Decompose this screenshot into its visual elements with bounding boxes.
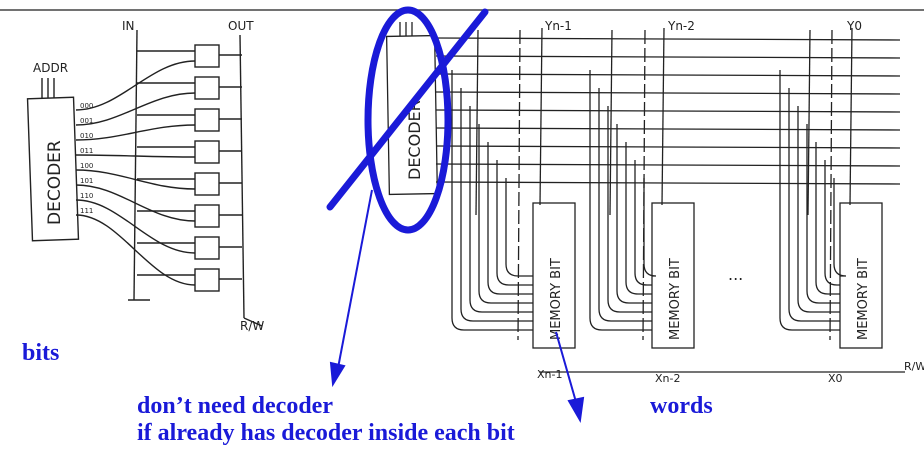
right-sketch: [385, 22, 905, 373]
strike-through-line: [326, 8, 489, 211]
memory-bit-label-1: MEMORY BIT: [549, 258, 564, 340]
bit-line-1: [517, 29, 521, 341]
decoder-output-label-6: 110: [80, 192, 93, 200]
memory-cell-2: [194, 108, 220, 132]
decoder-left-label: DECODER: [45, 140, 65, 225]
stair-b-2: [607, 106, 652, 313]
decoder-output-label-0: 000: [80, 102, 93, 110]
stair-a-2: [469, 106, 533, 313]
stair-b-4: [625, 142, 652, 295]
stair-c-4: [815, 142, 840, 295]
stair-b-0: [589, 70, 652, 331]
word-line-6: [435, 145, 901, 149]
stair-c-5: [824, 160, 840, 286]
stair-c-3: [806, 124, 840, 304]
decoder-output-label-3: 011: [80, 147, 93, 155]
word-line-2: [435, 73, 901, 77]
rw-label-left: R/W: [240, 319, 264, 333]
decoder-wire-6: [75, 199, 196, 254]
decoder-output-label-5: 101: [80, 177, 93, 185]
in-bus: [133, 29, 138, 301]
stair-a-3: [478, 124, 533, 304]
x-label-2: Xn-2: [655, 372, 680, 385]
y-label-3: Y0: [846, 19, 862, 33]
memory-cell-7: [194, 268, 220, 292]
bit-line-0: [475, 29, 479, 216]
left-sketch: [26, 29, 263, 327]
decoder-wire-7: [75, 214, 196, 286]
memory-cell-0: [194, 44, 220, 68]
stair-a-6: [505, 178, 533, 277]
word-line-3: [435, 91, 901, 95]
words-annotation: words: [650, 393, 713, 419]
x-label-3: X0: [828, 372, 843, 385]
decoder-circle: [364, 6, 452, 234]
bit-line-7: [829, 29, 833, 341]
stair-c-6: [833, 178, 847, 277]
stair-a-0: [451, 70, 533, 331]
arrow-to-dont-need: [337, 189, 373, 369]
ellipsis: ...: [728, 265, 743, 284]
bits-annotation: bits: [22, 340, 60, 366]
decoder-output-label-7: 111: [80, 207, 93, 215]
memory-cell-3: [194, 140, 220, 164]
decoder-right-box: [385, 34, 439, 196]
decoder-output-label-1: 001: [80, 117, 93, 125]
decoder-wire-0: [75, 60, 196, 111]
word-line-5: [435, 127, 901, 131]
memory-bit-box-2: [651, 202, 695, 349]
memory-cell-1: [194, 76, 220, 100]
decoder-wire-3: [75, 154, 196, 158]
decoder-wire-1: [75, 92, 196, 126]
cross-out-mark: [326, 6, 489, 234]
stair-b-5: [634, 160, 652, 286]
stair-c-2: [797, 106, 840, 313]
stair-b-3: [616, 124, 652, 304]
y-label-2: Yn-2: [667, 19, 695, 33]
if-already-annotation: if already has decoder inside each bit: [137, 420, 515, 446]
rw-label-right: R/W: [904, 360, 924, 373]
memory-bit-label-2: MEMORY BIT: [668, 258, 683, 340]
dont-need-decoder-annotation: don’t need decoder: [137, 393, 333, 419]
stair-b-1: [598, 88, 652, 322]
memory-cell-4: [194, 172, 220, 196]
bit-line-8: [849, 27, 853, 206]
decoder-wire-2: [75, 124, 196, 141]
memory-cell-6: [194, 236, 220, 260]
stair-b-6: [643, 178, 657, 277]
arrow-to-words: [555, 331, 577, 403]
bit-line-6: [807, 29, 811, 216]
x-label-1: Xn-1: [537, 368, 562, 381]
bit-line-2: [539, 27, 543, 206]
memory-cell-5: [194, 204, 220, 228]
bit-line-3: [609, 29, 613, 216]
out-bus: [239, 34, 245, 319]
stair-a-4: [487, 142, 533, 295]
memory-bit-box-1: [532, 202, 576, 349]
in-label: IN: [122, 19, 135, 33]
decoder-output-label-4: 100: [80, 162, 93, 170]
bit-line-5: [661, 27, 665, 206]
word-line-7: [435, 163, 901, 167]
stair-a-5: [496, 160, 533, 286]
word-line-8: [435, 181, 901, 185]
memory-bit-label-3: MEMORY BIT: [856, 258, 871, 340]
decoder-wire-4: [75, 169, 196, 190]
decoder-wire-5: [75, 184, 196, 222]
y-label-1: Yn-1: [544, 19, 572, 33]
addr-label: ADDR: [33, 61, 68, 75]
out-label: OUT: [228, 19, 254, 33]
decoder-output-label-2: 010: [80, 132, 93, 140]
word-line-4: [435, 109, 901, 113]
annotation-arrows: [329, 189, 585, 424]
decoder-left-box: [26, 96, 80, 242]
stair-c-0: [779, 70, 840, 331]
word-line-0: [435, 37, 901, 41]
stair-c-1: [788, 88, 840, 322]
decoder-right-label: DECODER: [405, 100, 424, 180]
word-line-1: [435, 55, 901, 59]
memory-bit-box-3: [839, 202, 883, 349]
stair-a-1: [460, 88, 533, 322]
